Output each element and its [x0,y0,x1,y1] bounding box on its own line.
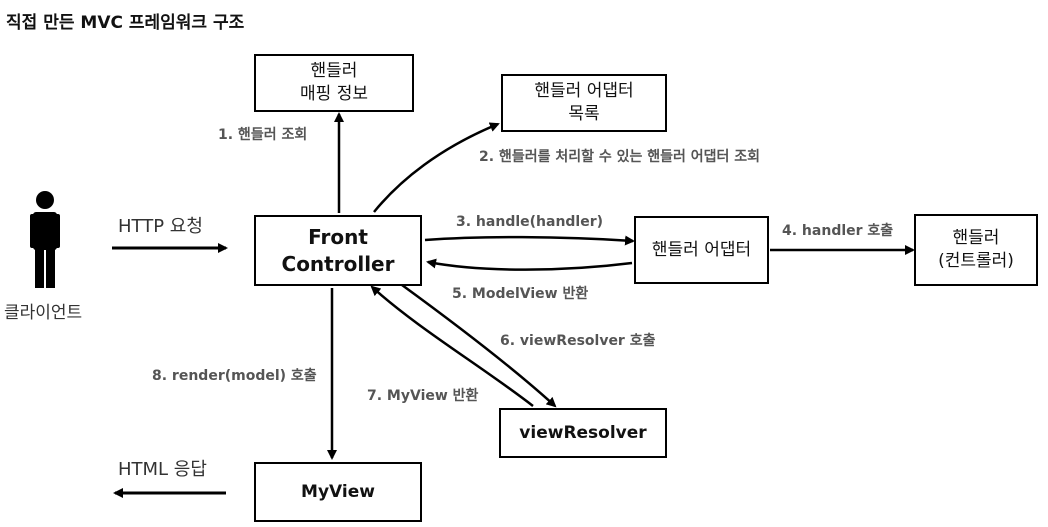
step-4-label: 4. handler 호출 [782,223,894,239]
front-controller-line2: Controller [281,251,395,276]
handler-mapping-line1: 핸들러 [310,61,358,82]
html-response-label: HTML 응답 [118,459,207,480]
step-5-label: 5. ModelView 반환 [452,286,589,302]
handler-adapter-box: 핸들러 어댑터 [634,216,769,284]
my-view-box: MyView [254,462,422,522]
http-request-label: HTTP 요청 [118,216,203,237]
handler-adapter-label: 핸들러 어댑터 [651,239,752,260]
arrow-step-3 [424,235,635,246]
arrow-step-7 [370,285,534,407]
view-resolver-label: viewResolver [519,422,647,443]
client-person-icon [30,191,60,288]
controller-line1: 핸들러 [952,228,1000,249]
front-controller-line1: Front [308,224,368,249]
arrow-step-5 [426,258,633,271]
step-3-label: 3. handle(handler) [456,214,604,230]
handler-mapping-line2: 매핑 정보 [300,84,368,104]
adapter-list-line2: 목록 [568,104,600,124]
step-2-label: 2. 핸들러를 처리할 수 있는 핸들러 어댑터 조회 [479,149,761,165]
controller-line2: (컨트롤러) [938,251,1014,271]
step-1-label: 1. 핸들러 조회 [218,127,308,143]
arrow-step-2 [373,122,500,213]
my-view-label: MyView [301,481,375,502]
arrow-step-6 [401,283,557,408]
step-8-label: 8. render(model) 호출 [152,368,317,384]
view-resolver-box: viewResolver [499,408,667,458]
controller-box: 핸들러(컨트롤러) [914,214,1038,286]
diagram-title: 직접 만든 MVC 프레임워크 구조 [6,13,245,33]
client-label: 클라이언트 [4,303,83,323]
adapter-list-line1: 핸들러 어댑터 [534,81,634,102]
step-6-label: 6. viewResolver 호출 [500,333,656,349]
step-7-label: 7. MyView 반환 [367,388,479,404]
